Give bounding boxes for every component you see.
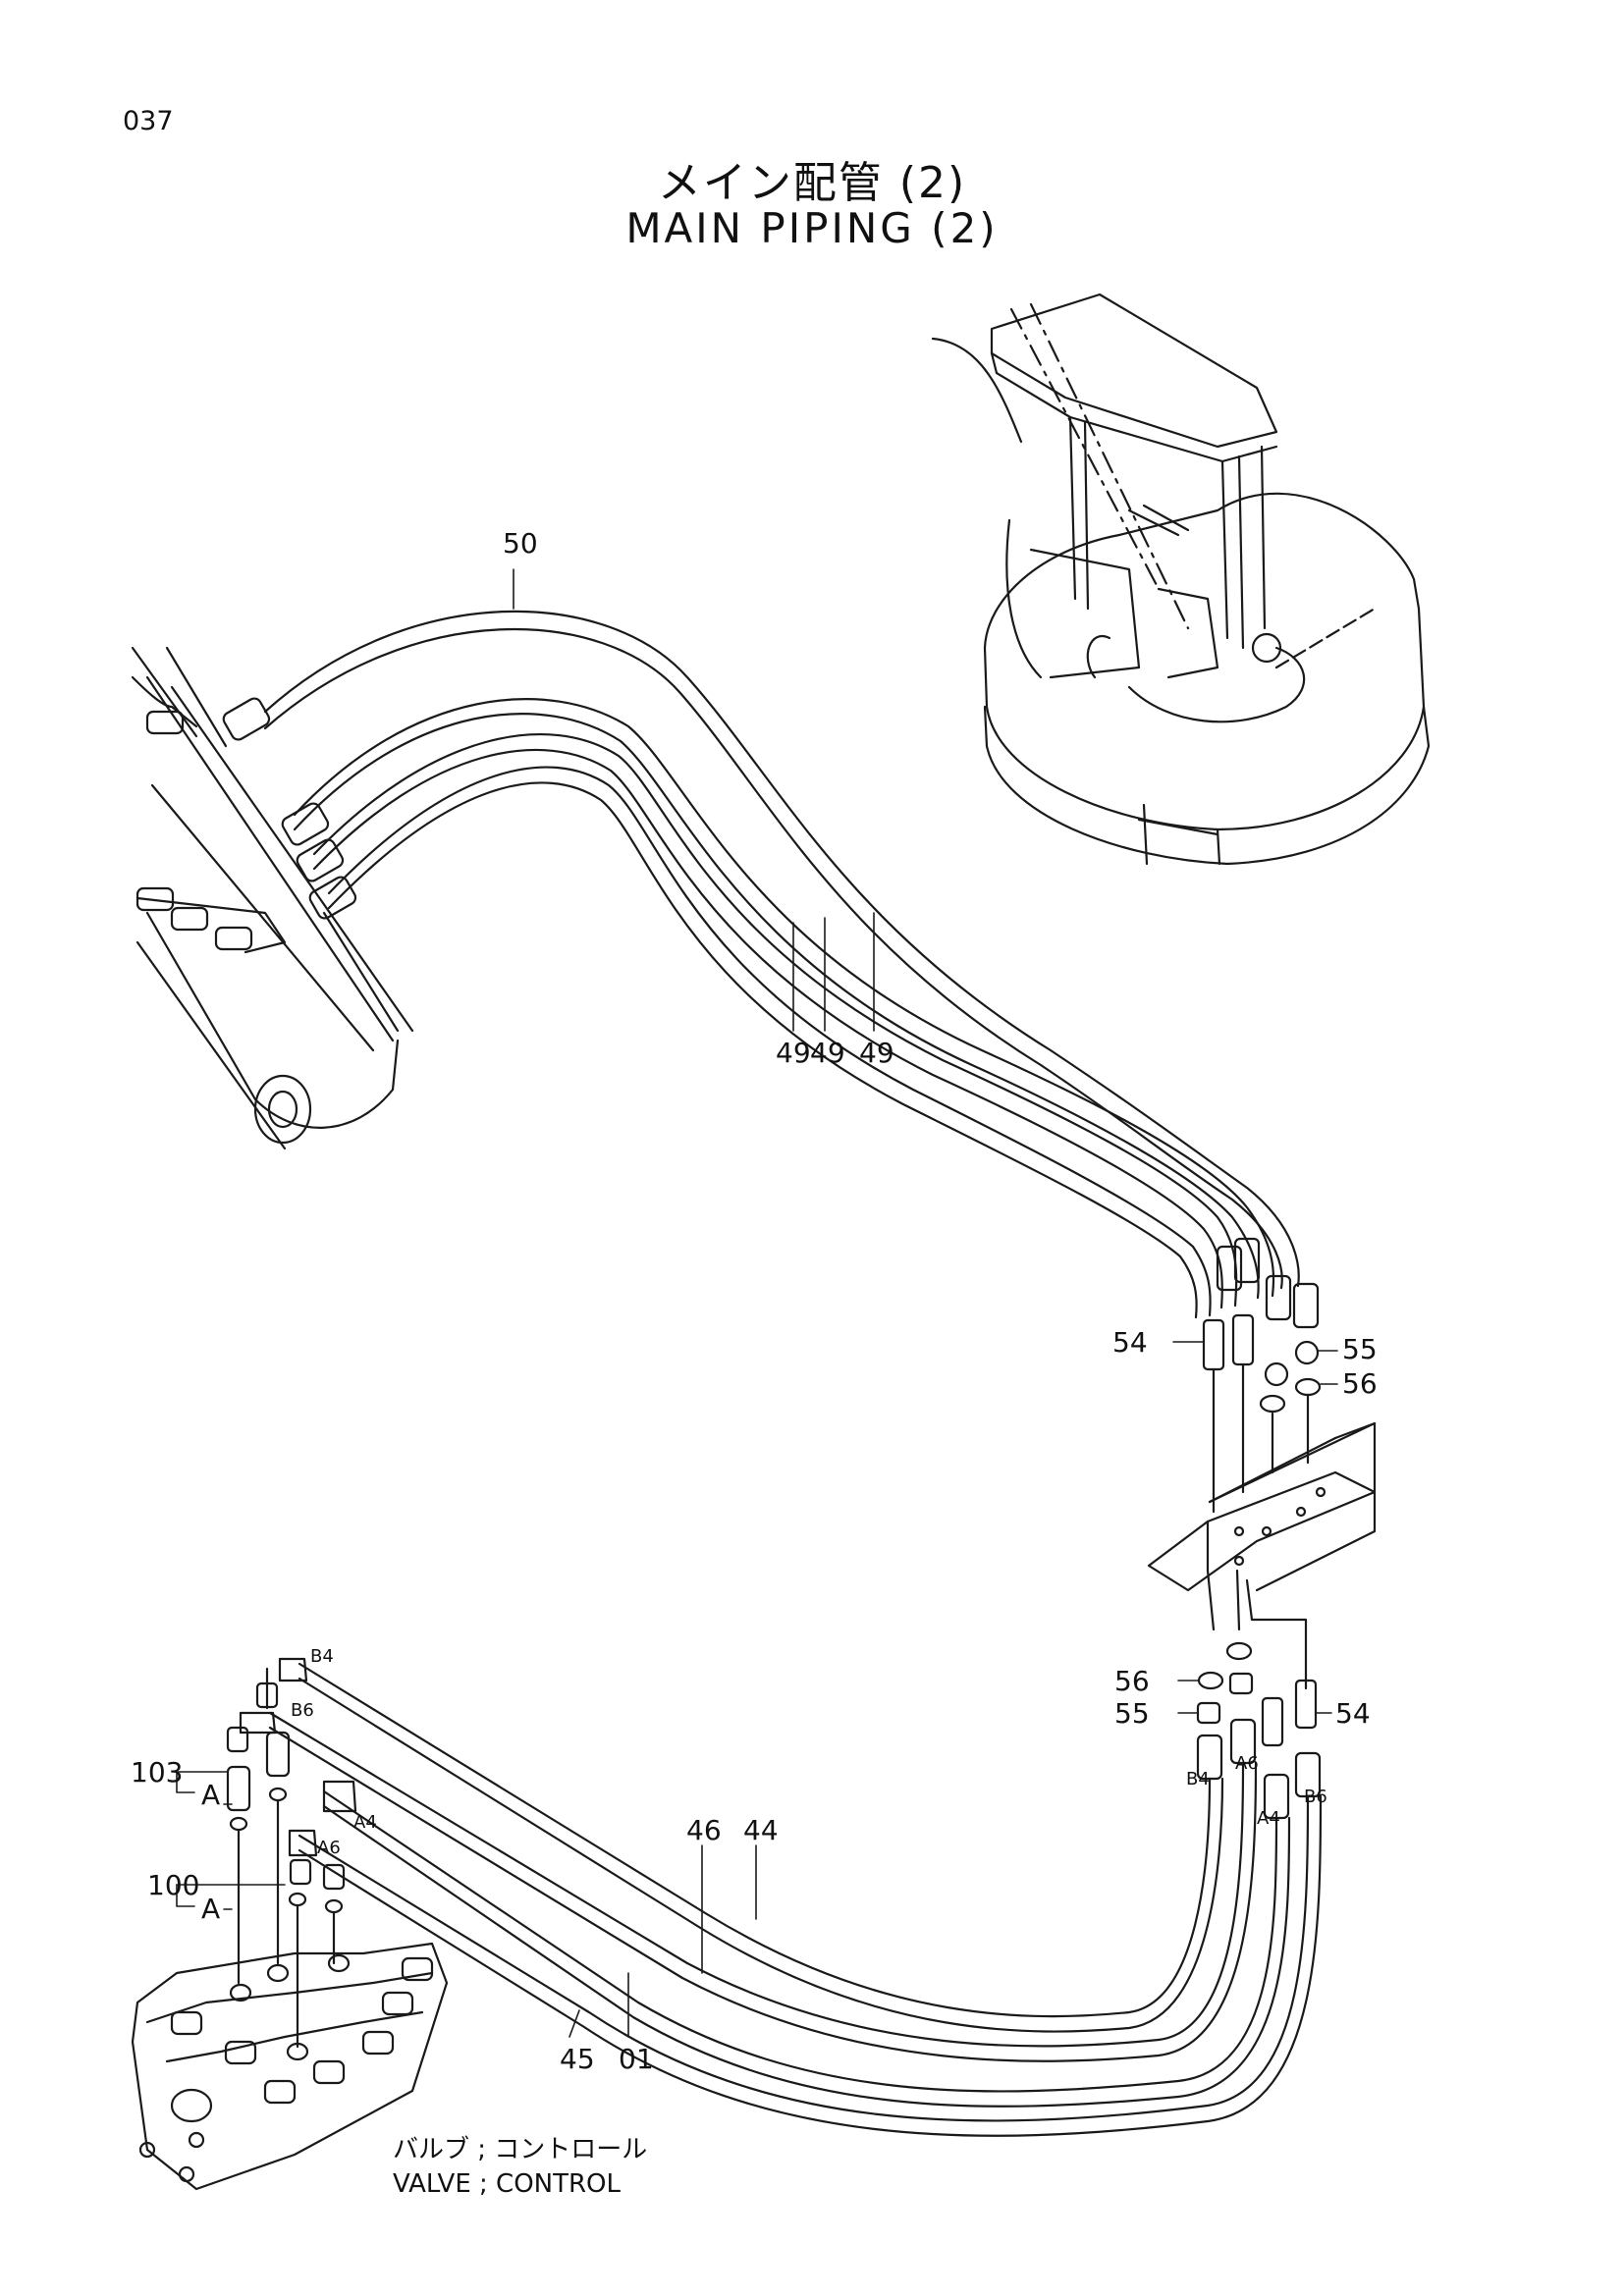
callout-49-b: 49 — [810, 1037, 845, 1069]
boom-cylinder-illustration — [131, 646, 414, 1150]
port-bracket-b4: B4 — [1186, 1769, 1210, 1789]
callout-100: 100 — [147, 1869, 199, 1901]
port-valve-a6: A6 — [317, 1838, 341, 1858]
view-a-1: A — [201, 1779, 220, 1811]
callout-labels: 50 49 49 49 54 55 56 56 55 54 46 44 45 0… — [131, 527, 1378, 2075]
port-valve-b6: B6 — [291, 1700, 314, 1721]
port-valve-a4: A4 — [353, 1812, 377, 1833]
leader-lines — [176, 568, 1338, 2038]
valve-label-english: VALVE ; CONTROL — [393, 2169, 622, 2199]
callout-49-c: 49 — [859, 1037, 894, 1069]
port-bracket-a4: A4 — [1257, 1808, 1280, 1829]
port-bracket-b6: B6 — [1304, 1787, 1327, 1807]
port-valve-b4: B4 — [310, 1646, 334, 1667]
callout-45: 45 — [560, 2043, 595, 2075]
page-number: 037 — [123, 106, 174, 136]
callout-44: 44 — [743, 1814, 779, 1846]
valve-caption: バルブ ; コントロール VALVE ; CONTROL — [393, 2135, 647, 2199]
callout-01: 01 — [619, 2043, 654, 2075]
callout-56-lower: 56 — [1114, 1665, 1150, 1697]
callout-56-upper: 56 — [1342, 1367, 1378, 1400]
callout-55-lower: 55 — [1114, 1697, 1150, 1730]
title-japanese: メイン配管 (2) — [657, 158, 967, 208]
port-labels: B4 B6 A4 A6 B4 A6 A4 B6 — [291, 1646, 1327, 1858]
view-a-2: A — [201, 1893, 220, 1925]
port-bracket-a6: A6 — [1235, 1753, 1259, 1774]
callout-103: 103 — [131, 1756, 183, 1789]
title-english: MAIN PIPING (2) — [625, 204, 999, 252]
callout-50: 50 — [503, 527, 538, 560]
callout-55-upper: 55 — [1342, 1333, 1378, 1365]
upper-fittings — [1202, 1313, 1322, 1514]
callout-54-lower: 54 — [1335, 1697, 1371, 1730]
lower-hose-bundle — [226, 1657, 1323, 2137]
valve-label-japanese: バルブ ; コントロール — [393, 2135, 647, 2164]
excavator-illustration — [931, 293, 1431, 866]
valve-side-fittings — [131, 1731, 449, 2191]
callout-49-a: 49 — [776, 1037, 811, 1069]
upper-hose-bundle — [222, 610, 1320, 1329]
mounting-bracket — [1147, 1421, 1377, 1690]
lower-fittings — [1196, 1641, 1322, 1820]
callout-46: 46 — [686, 1814, 722, 1846]
callout-54-upper: 54 — [1112, 1326, 1148, 1359]
